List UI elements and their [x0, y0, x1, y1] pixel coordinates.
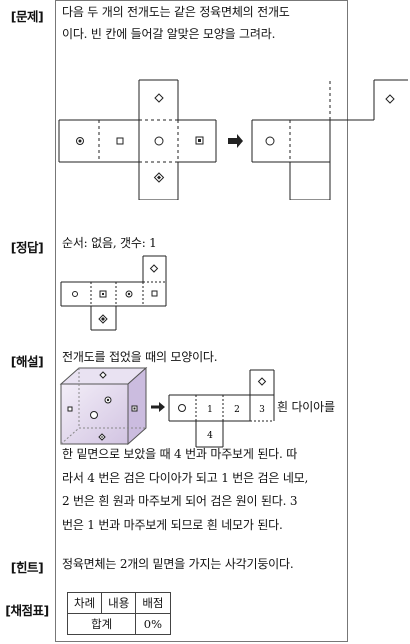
- table-row: 차례 내용 배점: [66, 592, 171, 614]
- explanation-intro: 전개도를 접었을 때의 모양이다.: [62, 350, 218, 364]
- left-net: [58, 79, 217, 200]
- white-diamond-icon: [99, 371, 107, 379]
- header-content: 내용: [101, 592, 137, 614]
- white-square-icon: [116, 137, 124, 145]
- net-number-1: 1: [207, 405, 213, 415]
- white-circle-icon: [154, 136, 164, 146]
- total-label: 합계: [66, 613, 137, 635]
- header-score: 배점: [135, 592, 171, 614]
- answer-figure: [60, 255, 167, 331]
- black-square-icon: [131, 405, 138, 412]
- total-value: 0%: [135, 613, 171, 635]
- table-row: 합계 0%: [66, 613, 171, 635]
- white-circle-icon: [178, 404, 186, 412]
- white-circle-icon: [265, 136, 275, 146]
- explanation-line-3: 2 번은 흰 원과 마주보게 되어 검은 원이 된다. 3: [62, 494, 298, 508]
- black-square-icon: [99, 290, 107, 298]
- problem-line-1: 다음 두 개의 전개도는 같은 정육면체의 전개도: [62, 5, 290, 19]
- hint-text: 정육면체는 2개의 밑면을 가지는 사각기둥이다.: [62, 557, 294, 571]
- header-order: 차례: [66, 592, 103, 614]
- white-diamond-icon: [149, 264, 159, 273]
- scoring-table: 차례 내용 배점 합계 0%: [66, 592, 171, 635]
- explanation-paragraph: 한 밑면으로 보았을 때 4 번과 마주보게 된다. 따 라서 4 번은 검은 …: [62, 443, 344, 537]
- black-diamond-icon: [98, 433, 106, 441]
- numbered-net: 1 2 3 4: [168, 369, 275, 448]
- problem-line-2: 이다. 빈 칸에 들어갈 알맞은 모양을 그려라.: [62, 27, 276, 41]
- black-circle-icon: [76, 137, 84, 145]
- explanation-line-4: 번은 1 번과 마주보게 되므로 흰 네모가 된다.: [62, 517, 283, 532]
- cube-figure: [59, 366, 148, 446]
- content-frame: [55, 0, 348, 642]
- explanation-side-note: 흰 다이아를: [277, 400, 335, 414]
- label-problem: [문제]: [10, 9, 44, 24]
- net-number-4: 4: [207, 431, 213, 441]
- black-circle-icon: [125, 290, 133, 298]
- white-circle-icon: [90, 411, 98, 419]
- black-circle-icon: [104, 396, 112, 404]
- black-diamond-icon: [98, 314, 108, 324]
- white-square-icon: [67, 406, 73, 412]
- white-diamond-icon: [154, 93, 164, 103]
- black-diamond-icon: [153, 172, 165, 183]
- label-answer: [정답]: [10, 240, 44, 255]
- net-number-2: 2: [234, 405, 240, 415]
- explanation-line-1: 한 밑면으로 보았을 때 4 번과 마주보게 된다. 따: [62, 447, 298, 461]
- label-explanation: [해설]: [10, 354, 44, 369]
- problem-text: 다음 두 개의 전개도는 같은 정육면체의 전개도 이다. 빈 칸에 들어갈 알…: [62, 1, 344, 45]
- right-net: [251, 79, 408, 200]
- white-square-icon: [151, 290, 158, 297]
- problem-figure: [58, 79, 408, 200]
- label-scoring: [채점표]: [5, 603, 49, 618]
- black-square-icon: [195, 136, 204, 145]
- white-diamond-icon: [257, 377, 267, 386]
- explanation-line-2: 라서 4 번은 검은 다이아가 되고 1 번은 검은 네모,: [62, 470, 309, 485]
- white-circle-icon: [72, 291, 78, 297]
- arrow-right-icon: [151, 402, 165, 412]
- answer-text: 순서: 없음, 갯수: 1: [62, 236, 157, 250]
- label-hint: [힌트]: [10, 560, 44, 575]
- net-number-3: 3: [259, 405, 265, 415]
- arrow-right-icon: [228, 134, 243, 148]
- white-diamond-icon: [385, 94, 395, 104]
